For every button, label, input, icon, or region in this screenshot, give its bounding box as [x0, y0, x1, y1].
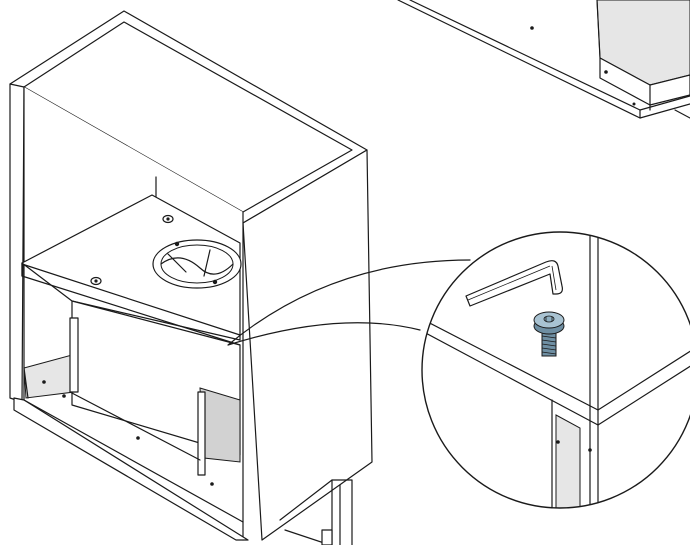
screw-hole [604, 70, 608, 74]
cabinet-shelf [21, 194, 241, 341]
right-bracket-upright [197, 391, 206, 476]
hex-socket [543, 315, 555, 323]
cabinet-left-edge [9, 83, 25, 403]
chimney-bracket [279, 479, 353, 545]
top-right-hood-view [397, 0, 690, 119]
bracket-detail [555, 414, 581, 508]
screw-hole [632, 102, 636, 106]
hood-front-strip [13, 397, 249, 541]
wall-cabinet [9, 10, 373, 545]
left-bracket-upright [69, 317, 79, 393]
cabinet-right-side [242, 149, 373, 541]
cooker-hood-unit [13, 300, 249, 541]
screw-icon [533, 311, 565, 357]
magnifier-border [421, 231, 690, 509]
cabinet-top-inner [23, 21, 353, 213]
right-bracket [199, 387, 241, 463]
detail-callout-leader [227, 259, 471, 346]
hex-key-icon [465, 260, 563, 307]
detail-magnifier [421, 231, 690, 509]
exhaust-duct-collar [152, 239, 242, 289]
left-bracket [23, 354, 75, 399]
screw-hole [530, 26, 534, 30]
